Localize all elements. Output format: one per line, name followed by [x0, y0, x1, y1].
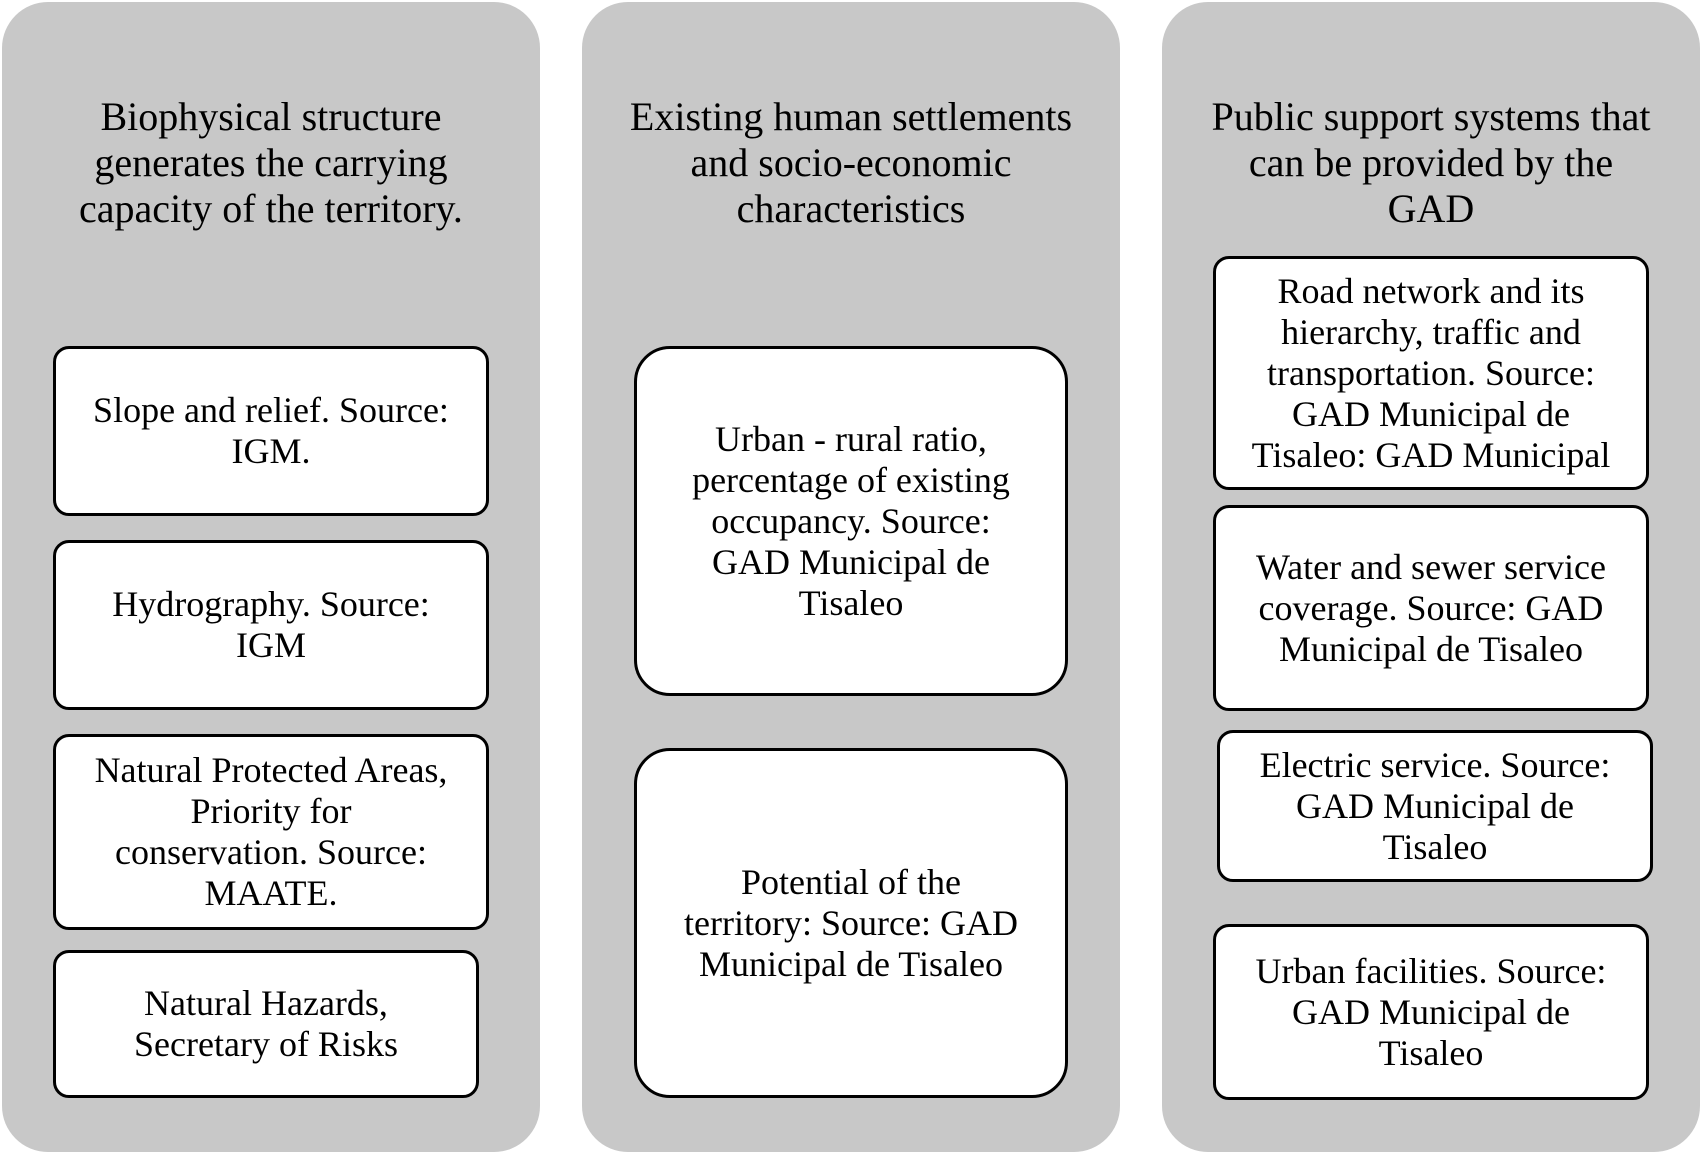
box-text: Urban - rural ratio, percentage of exist… [692, 418, 1010, 623]
column-title: Biophysical structure generates the carr… [79, 94, 463, 231]
box-protected-areas: Natural Protected Areas, Priority for co… [53, 734, 489, 930]
box-natural-hazards: Natural Hazards, Secretary of Risks [53, 950, 479, 1098]
column-title: Public support systems that can be provi… [1211, 94, 1651, 231]
box-road-network: Road network and its hierarchy, traffic … [1213, 256, 1649, 490]
box-text: Natural Protected Areas, Priority for co… [94, 750, 448, 913]
box-text: Natural Hazards, Secretary of Risks [134, 983, 398, 1064]
box-text: Urban facilities. Source: GAD Municipal … [1255, 950, 1607, 1073]
box-text: Slope and relief. Source: IGM. [93, 390, 449, 471]
box-slope-relief: Slope and relief. Source: IGM. [53, 346, 489, 516]
box-territory-potential: Potential of the territory: Source: GAD … [634, 748, 1068, 1098]
box-urban-rural-ratio: Urban - rural ratio, percentage of exist… [634, 346, 1068, 696]
box-text: Electric service. Source: GAD Municipal … [1259, 744, 1611, 867]
box-text: Road network and its hierarchy, traffic … [1251, 270, 1611, 475]
box-hydrography: Hydrography. Source: IGM [53, 540, 489, 710]
box-text: Water and sewer service coverage. Source… [1256, 546, 1606, 669]
box-urban-facilities: Urban facilities. Source: GAD Municipal … [1213, 924, 1649, 1100]
box-water-sewer: Water and sewer service coverage. Source… [1213, 505, 1649, 711]
column-title: Existing human settlements and socio-eco… [629, 94, 1073, 231]
box-text: Hydrography. Source: IGM [112, 584, 430, 665]
box-electric-service: Electric service. Source: GAD Municipal … [1217, 730, 1653, 882]
box-text: Potential of the territory: Source: GAD … [684, 861, 1018, 984]
